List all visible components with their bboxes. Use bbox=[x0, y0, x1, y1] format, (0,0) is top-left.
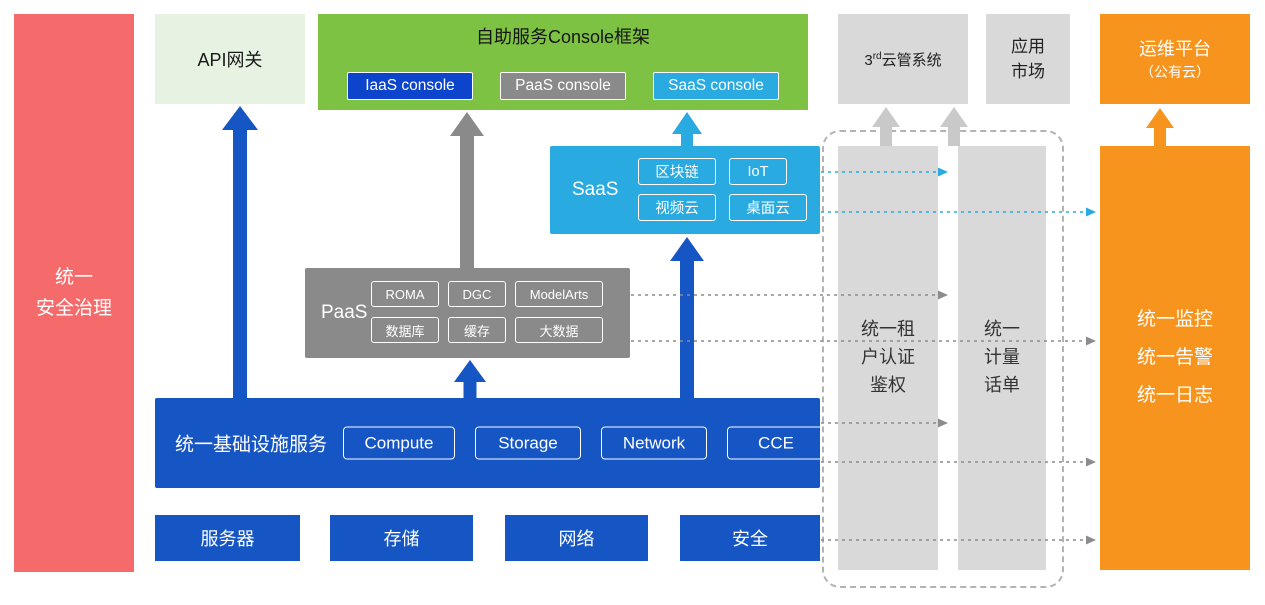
infra-item-compute: Compute bbox=[343, 426, 455, 460]
auth-column: 统一租 户认证 鉴权 bbox=[838, 146, 938, 570]
console-framework-title: 自助服务Console框架 bbox=[475, 27, 651, 47]
infrastructure-items: Compute Storage Network CCE bbox=[343, 426, 825, 460]
ops-platform-subtitle: （公有云） bbox=[1140, 63, 1210, 80]
arrow-infra-to-paas bbox=[454, 360, 486, 398]
arrow-saas-to-console bbox=[672, 112, 702, 146]
saas-item-blockchain: 区块链 bbox=[638, 158, 716, 185]
iaas-console-chip: IaaS console bbox=[347, 72, 473, 100]
paas-item-modelarts: ModelArts bbox=[515, 281, 603, 307]
infrastructure-box: 统一基础设施服务 Compute Storage Network CCE bbox=[155, 398, 825, 488]
arrow-paas-to-console bbox=[450, 112, 484, 268]
unified-security-panel: 统一 安全治理 bbox=[14, 14, 134, 572]
third-party-cloud-mgmt-box: 3rd云管系统 bbox=[838, 14, 968, 104]
infrastructure-label: 统一基础设施服务 bbox=[175, 434, 328, 456]
infra-item-network: Network bbox=[601, 426, 707, 460]
hardware-server-box: 服务器 bbox=[155, 515, 300, 561]
paas-item-roma: ROMA bbox=[371, 281, 439, 307]
hardware-network-box: 网络 bbox=[505, 515, 648, 561]
paas-console-chip: PaaS console bbox=[500, 72, 626, 100]
saas-item-video-cloud: 视频云 bbox=[638, 194, 716, 221]
metering-column: 统一 计量 话单 bbox=[958, 146, 1046, 570]
paas-item-dgc: DGC bbox=[448, 281, 506, 307]
arrow-infra-to-api-gateway bbox=[222, 106, 258, 398]
saas-label: SaaS bbox=[572, 179, 619, 200]
third-party-label: 3rd云管系统 bbox=[864, 50, 942, 69]
paas-item-database: 数据库 bbox=[371, 317, 439, 343]
saas-item-desktop-cloud: 桌面云 bbox=[729, 194, 807, 221]
hardware-security-box: 安全 bbox=[680, 515, 820, 561]
paas-items: ROMA DGC ModelArts 数据库 缓存 大数据 bbox=[371, 281, 603, 343]
paas-label: PaaS bbox=[321, 302, 368, 323]
console-row: IaaS console PaaS console SaaS console bbox=[318, 72, 808, 100]
saas-box: SaaS 区块链 IoT 视频云 桌面云 bbox=[550, 146, 820, 234]
console-framework-box: 自助服务Console框架 IaaS console PaaS console … bbox=[318, 14, 808, 110]
paas-box: PaaS ROMA DGC ModelArts 数据库 缓存 大数据 bbox=[305, 268, 630, 358]
infra-item-cce: CCE bbox=[727, 426, 825, 460]
paas-item-bigdata: 大数据 bbox=[515, 317, 603, 343]
infra-item-storage: Storage bbox=[475, 426, 581, 460]
arrow-monitoring-to-ops bbox=[1146, 108, 1174, 146]
ops-platform-title: 运维平台 bbox=[1139, 39, 1211, 60]
monitoring-panel: 统一监控 统一告警 统一日志 bbox=[1100, 146, 1250, 570]
app-market-box: 应用 市场 bbox=[986, 14, 1070, 104]
arrow-infra-to-saas bbox=[670, 237, 704, 398]
saas-items: 区块链 IoT 视频云 桌面云 bbox=[638, 158, 807, 221]
hardware-storage-box: 存储 bbox=[330, 515, 473, 561]
paas-item-cache: 缓存 bbox=[448, 317, 506, 343]
saas-console-chip: SaaS console bbox=[653, 72, 779, 100]
saas-item-iot: IoT bbox=[729, 158, 787, 185]
api-gateway-box: API网关 bbox=[155, 14, 305, 104]
ops-platform-box: 运维平台 （公有云） bbox=[1100, 14, 1250, 104]
